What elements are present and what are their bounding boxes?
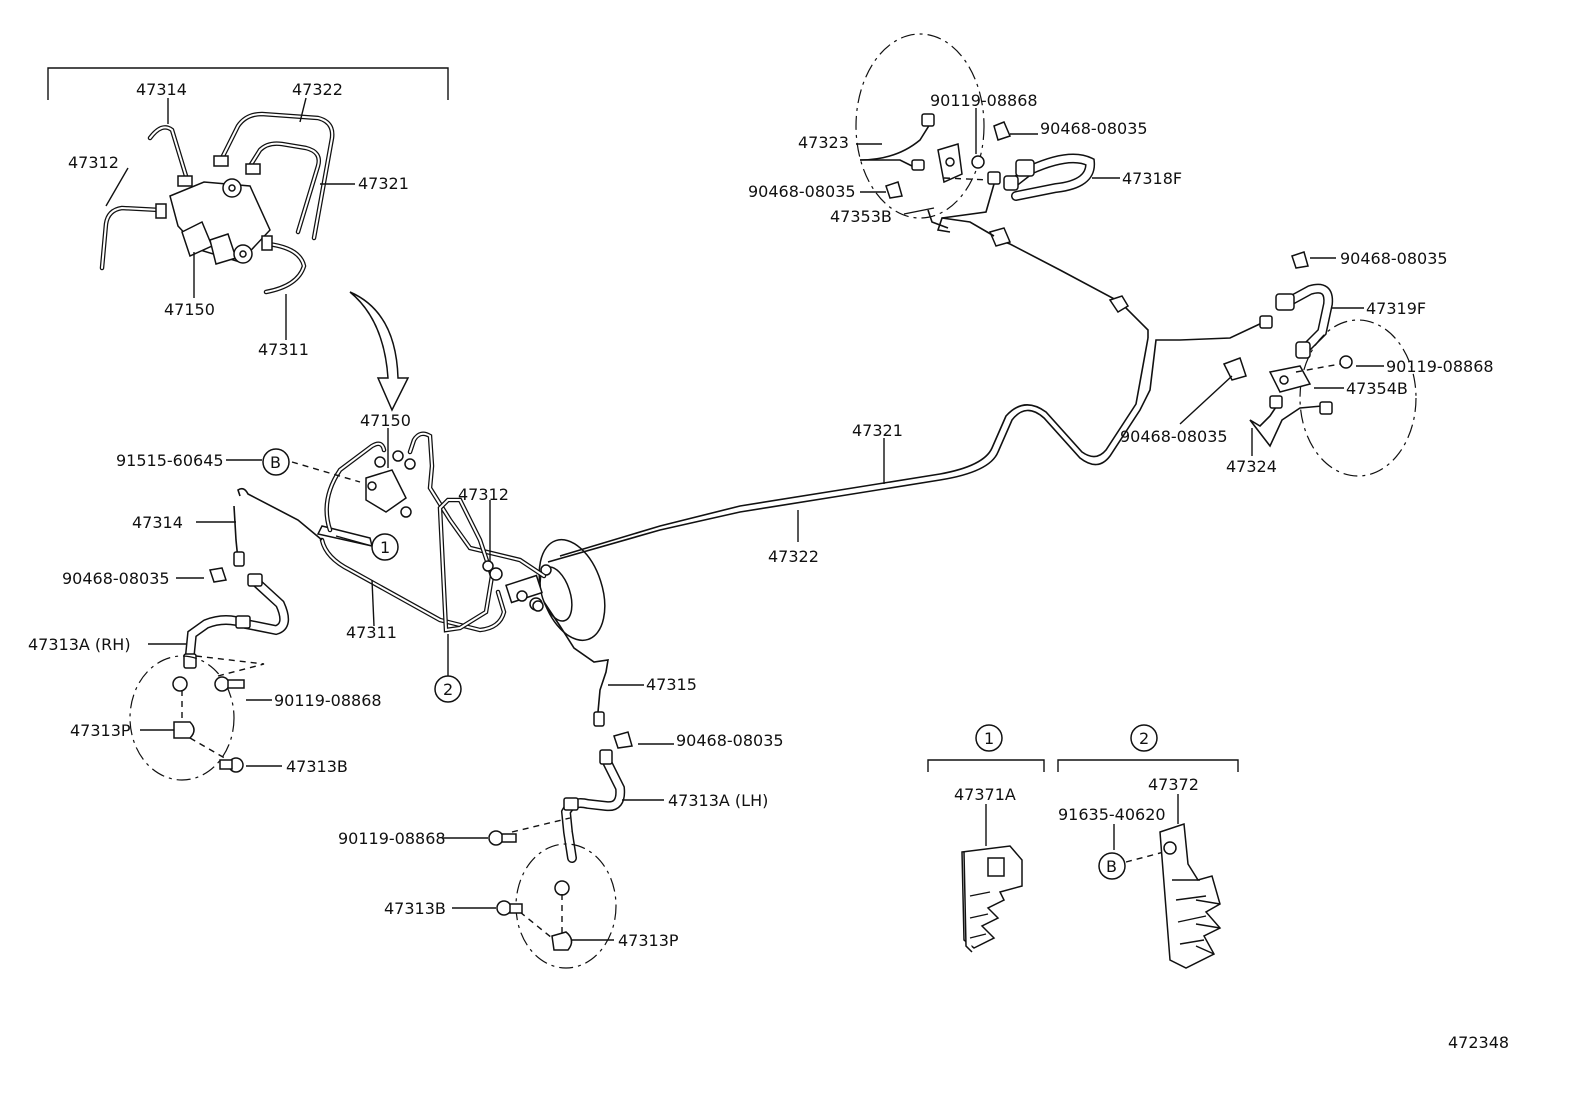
label-90119-08868-a: 90119-08868 <box>274 691 382 710</box>
callout-b-text: B <box>270 453 281 472</box>
clamp-47372-icon <box>1159 822 1222 969</box>
inset-bracket <box>47 67 449 100</box>
detail-2-clamp: 2 B 47372 91635-40620 <box>1057 724 1239 969</box>
brake-booster <box>505 538 606 642</box>
label-47321-centre: 47321 <box>852 421 903 440</box>
clamp-bracket-1 <box>316 525 374 547</box>
label-47312: 47312 <box>68 153 119 172</box>
label-47319f: 47319F <box>1366 299 1426 318</box>
callout-2-centre: 2 <box>434 675 462 703</box>
label-47372: 47372 <box>1148 775 1199 794</box>
label-47318f: 47318F <box>1122 169 1182 188</box>
label-90119-08868-r-b: 90119-08868 <box>1386 357 1494 376</box>
inset-pipes <box>99 111 335 295</box>
label-47311: 47311 <box>258 340 309 359</box>
bolt-icon <box>496 900 523 916</box>
label-47313p-b: 47313P <box>618 931 679 950</box>
bolt-icon <box>488 830 517 846</box>
callout-1-centre: 1 <box>371 533 399 561</box>
figure-number: 472348 <box>1448 1033 1509 1052</box>
front-lh-hose-assembly: 90468-08035 47313A (LH) 90119-08868 4731… <box>338 731 784 969</box>
label-90468-08035-b: 90468-08035 <box>676 731 784 750</box>
clip-icon <box>613 731 633 749</box>
label-47313a-lh: 47313A (LH) <box>668 791 768 810</box>
label-91515-60645: 91515-60645 <box>116 451 224 470</box>
label-47314: 47314 <box>136 80 187 99</box>
clip-icon <box>993 121 1012 141</box>
label-47315: 47315 <box>646 675 697 694</box>
label-47353b: 47353B <box>830 207 892 226</box>
label-90468-08035-a: 90468-08035 <box>62 569 170 588</box>
proportioning-valve-body <box>155 155 273 265</box>
label-47322-centre: 47322 <box>768 547 819 566</box>
clip-icon <box>1222 357 1247 381</box>
master-cylinder-area: 47150 91515-60645 47314 47312 90468-0803… <box>62 411 697 727</box>
rear-lower-hose-assembly: 90468-08035 47319F 90119-08868 47354B 90… <box>1120 249 1494 477</box>
detail-1-clamp: 1 47371A <box>927 724 1045 953</box>
bolt-icon <box>219 757 244 773</box>
detail-2-number: 2 <box>1139 729 1149 748</box>
label-47324: 47324 <box>1226 457 1277 476</box>
detail-1-number: 1 <box>984 729 994 748</box>
callout-b-centre: B <box>262 448 290 476</box>
callout-b-detail: B <box>1098 852 1126 880</box>
label-90468-08035-r-d: 90468-08035 <box>1120 427 1228 446</box>
callout-b-detail-text: B <box>1106 857 1117 876</box>
label-47322: 47322 <box>292 80 343 99</box>
front-rh-hose-assembly: 47313A (RH) 90119-08868 47313P 47313B <box>28 567 382 781</box>
callout-1-text: 1 <box>380 538 390 557</box>
label-47313a-rh: 47313A (RH) <box>28 635 131 654</box>
label-47312-centre: 47312 <box>458 485 509 504</box>
label-47371a: 47371A <box>954 785 1016 804</box>
curved-arrow-icon <box>349 291 410 412</box>
clip-icon <box>209 567 227 583</box>
label-47150-centre: 47150 <box>360 411 411 430</box>
label-47314-centre: 47314 <box>132 513 183 532</box>
label-47313b-a: 47313B <box>286 757 348 776</box>
label-90119-08868-b: 90119-08868 <box>338 829 446 848</box>
label-47311-centre: 47311 <box>346 623 397 642</box>
label-47313b-b: 47313B <box>384 899 446 918</box>
label-47313p-a: 47313P <box>70 721 131 740</box>
label-47323: 47323 <box>798 133 849 152</box>
bracket-47354b <box>1268 365 1312 393</box>
proportioning-valve-installed <box>365 450 416 518</box>
bolt-icon <box>214 676 245 692</box>
detail-2-callout: 2 <box>1130 724 1158 752</box>
rear-upper-hose-assembly: 90119-08868 90468-08035 47323 47318F 904… <box>748 33 1182 226</box>
label-90119-08868-r-a: 90119-08868 <box>930 91 1038 110</box>
clip-icon <box>1291 251 1309 269</box>
label-90468-08035-r-c: 90468-08035 <box>1340 249 1448 268</box>
clip-icon <box>885 181 903 199</box>
label-90468-08035-r-a: 90468-08035 <box>1040 119 1148 138</box>
clamp-47371a-icon <box>961 845 1023 953</box>
rear-brake-lines: 47321 47322 <box>547 209 1265 566</box>
label-90468-08035-r-b: 90468-08035 <box>748 182 856 201</box>
label-47354b: 47354B <box>1346 379 1408 398</box>
valve-assembly-inset: 47314 47322 47312 47321 47150 47311 <box>47 67 449 359</box>
callout-2-text: 2 <box>443 680 453 699</box>
label-91635-40620: 91635-40620 <box>1058 805 1166 824</box>
detail-1-callout: 1 <box>975 724 1003 752</box>
label-47321: 47321 <box>358 174 409 193</box>
label-47150: 47150 <box>164 300 215 319</box>
